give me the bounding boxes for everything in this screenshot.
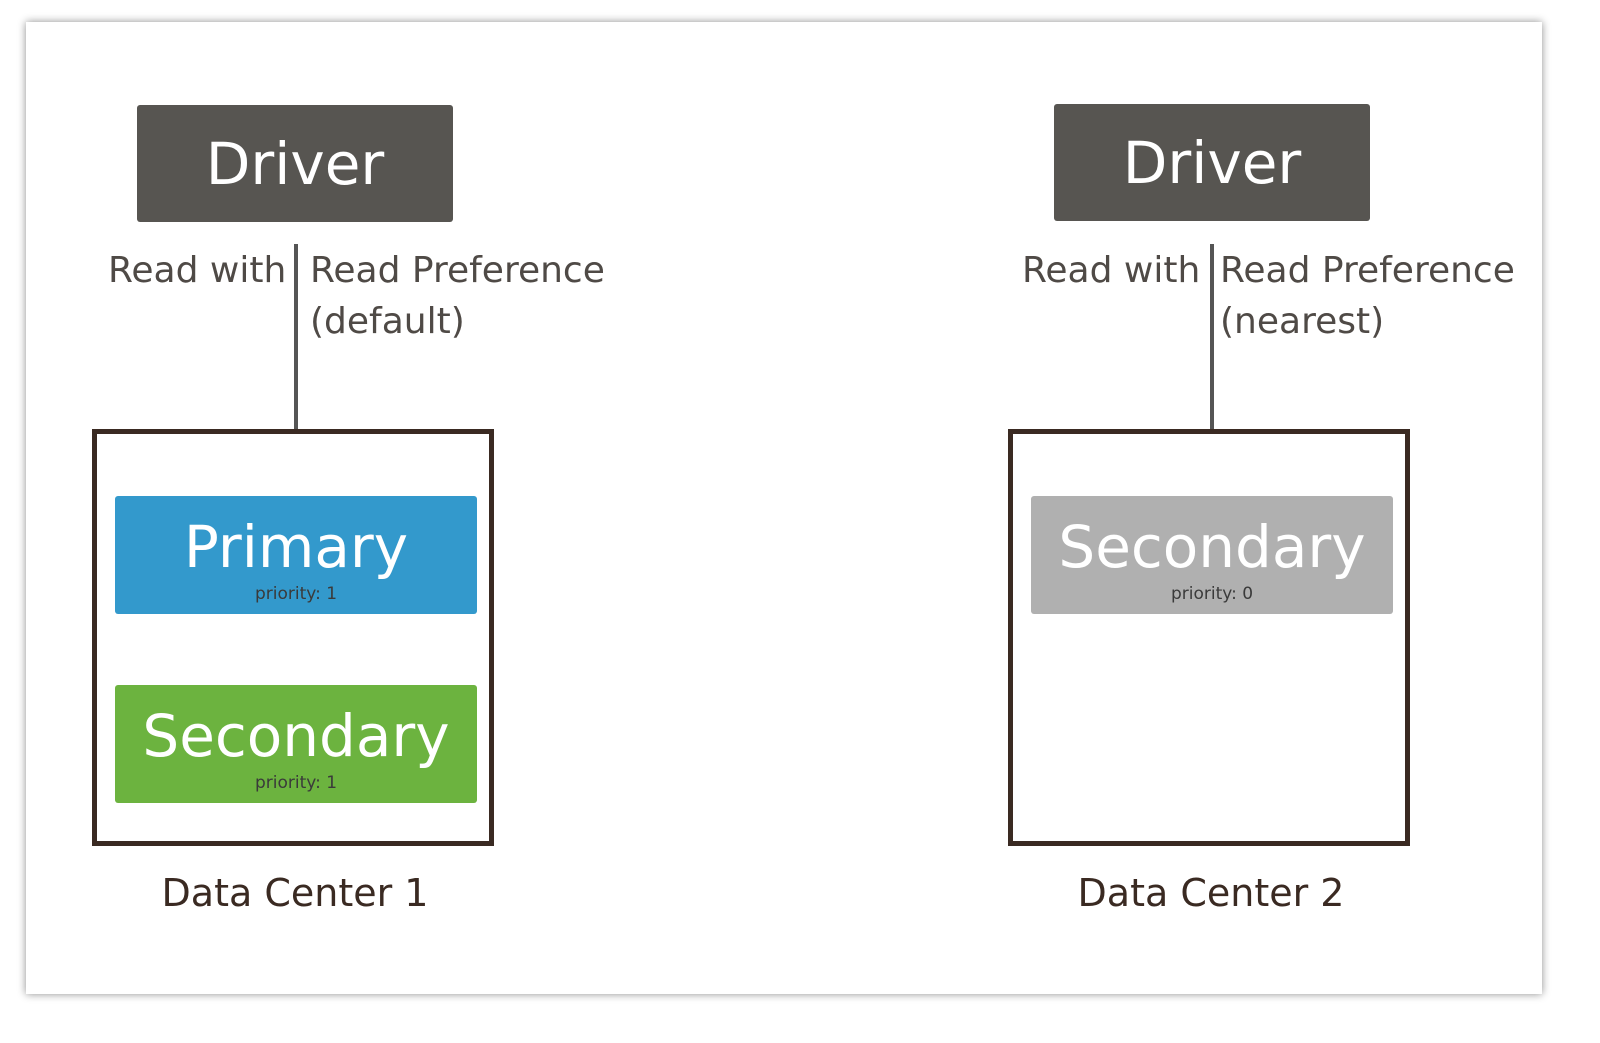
primary-node: Primary priority: 1 — [115, 496, 477, 614]
driver-box-left: Driver — [137, 105, 453, 222]
secondary-node-dc2-name: Secondary — [1058, 513, 1366, 581]
read-with-label-right: Read with — [1022, 250, 1201, 291]
secondary-node-dc1: Secondary priority: 1 — [115, 685, 477, 803]
datacenter-box-2: Secondary priority: 0 — [1008, 429, 1410, 846]
read-arrow-right — [1210, 244, 1214, 472]
datacenter-label-2: Data Center 2 — [1077, 871, 1345, 915]
secondary-node-dc1-priority: priority: 1 — [254, 773, 338, 793]
driver-label-left: Driver — [205, 129, 385, 198]
read-preference-label-left: Read Preference — [310, 250, 605, 291]
primary-node-name: Primary — [183, 513, 409, 581]
datacenter-box-1: Primary priority: 1 Secondary priority: … — [92, 429, 494, 846]
datacenter-label-1: Data Center 1 — [161, 871, 429, 915]
secondary-node-dc1-name: Secondary — [142, 702, 450, 770]
read-preference-label-right: Read Preference — [1220, 250, 1515, 291]
read-preference-mode-left: (default) — [310, 301, 465, 342]
read-preference-mode-right: (nearest) — [1220, 301, 1385, 342]
read-arrow-left — [294, 244, 298, 472]
secondary-node-dc2: Secondary priority: 0 — [1031, 496, 1393, 614]
driver-label-right: Driver — [1122, 128, 1302, 197]
read-with-label-left: Read with — [108, 250, 287, 291]
primary-node-priority: priority: 1 — [254, 584, 338, 604]
secondary-node-dc2-priority: priority: 0 — [1170, 584, 1254, 604]
driver-box-right: Driver — [1054, 104, 1370, 221]
